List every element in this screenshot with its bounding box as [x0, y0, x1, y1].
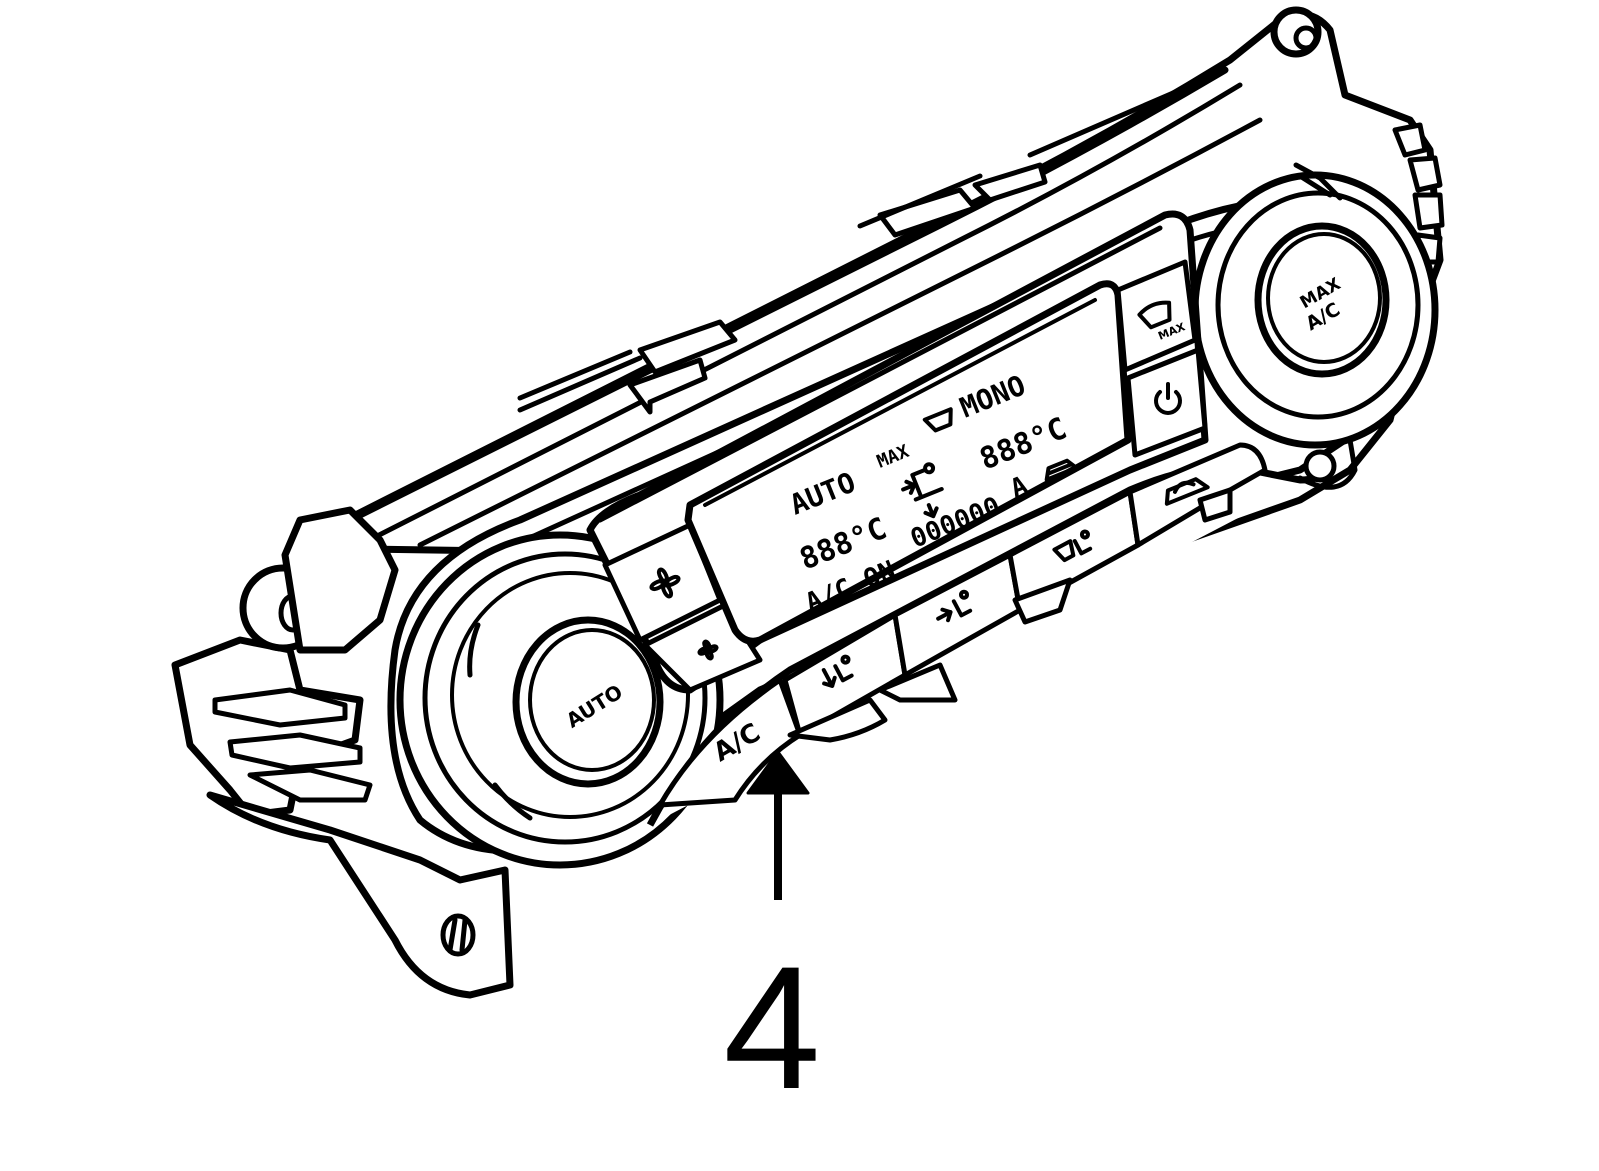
windshield-seat-icon: [1052, 529, 1093, 563]
left-mount: [171, 506, 514, 999]
airflow-seat-icon: [901, 462, 944, 519]
windshield-icon: [922, 407, 953, 433]
max-defrost-button[interactable]: MAX: [1115, 259, 1198, 373]
power-icon: [1154, 382, 1182, 415]
recirculation-button[interactable]: [1127, 442, 1268, 548]
right-buttons: MAX: [1115, 259, 1208, 458]
callout-arrow: [746, 750, 810, 900]
ac-button[interactable]: A/C: [657, 677, 803, 808]
right-knob[interactable]: MAX A/C: [1191, 162, 1439, 449]
floor-airflow-icon: [821, 654, 854, 688]
fan-icon: [649, 567, 681, 599]
small-fan-icon: [697, 639, 719, 661]
callout-number: 4: [723, 931, 820, 1126]
windshield-defrost-icon: [1137, 300, 1172, 330]
face-airflow-icon: [936, 589, 973, 623]
power-button[interactable]: [1125, 347, 1208, 458]
arrow-head: [746, 750, 810, 795]
lcd-screen: AUTO MAX MONO 888°C 888°C A/C ON 000000 …: [684, 280, 1132, 645]
car-recirculation-icon: [1164, 477, 1210, 506]
recirculation-icon: [1044, 458, 1079, 482]
bottom-buttons: A/C: [646, 437, 1358, 827]
